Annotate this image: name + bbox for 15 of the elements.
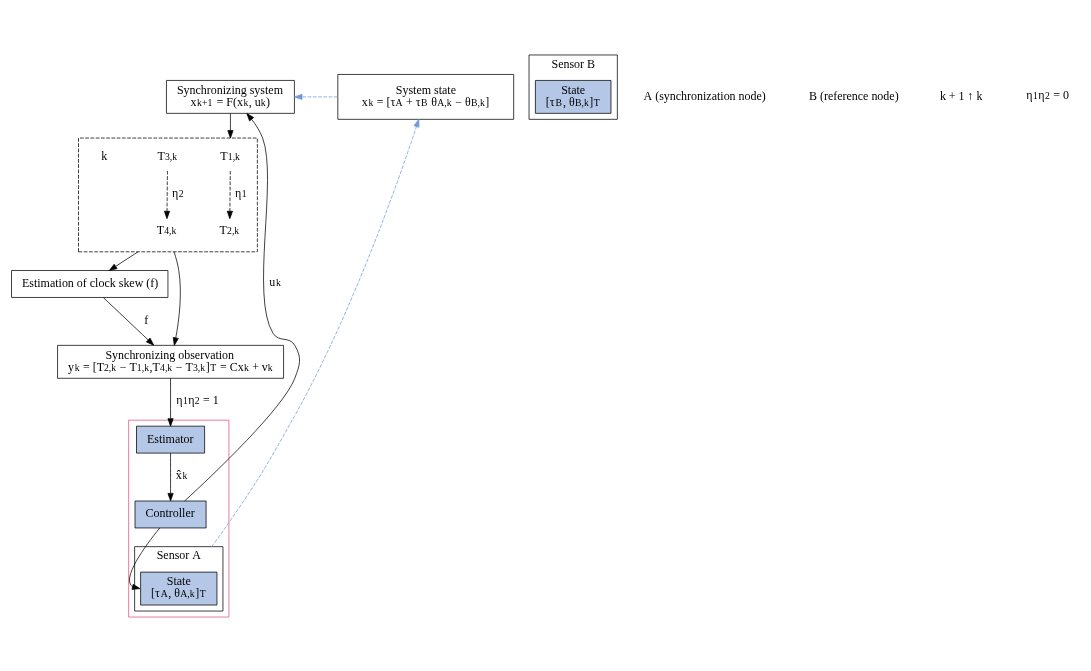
label: A (synchronization node) (643, 88, 766, 103)
node-text: T3,k (157, 148, 178, 163)
node-text: T2,k (219, 222, 240, 237)
label: B (reference node) (808, 88, 899, 103)
node-text: T1,k (220, 148, 240, 163)
node-text: T4,k (156, 222, 177, 237)
edge-label: η2 (172, 185, 184, 200)
edge-label: η1 (234, 185, 247, 200)
edge-label: f (144, 312, 149, 327)
label: η1η2 = 0 (1026, 87, 1070, 102)
edge-label: x̂k (175, 467, 188, 482)
edge-label: η1η2 = 1 (176, 392, 219, 407)
label: k + 1 ↑ k (939, 88, 983, 103)
edge-label: uk (269, 274, 281, 289)
label: k (101, 148, 108, 163)
